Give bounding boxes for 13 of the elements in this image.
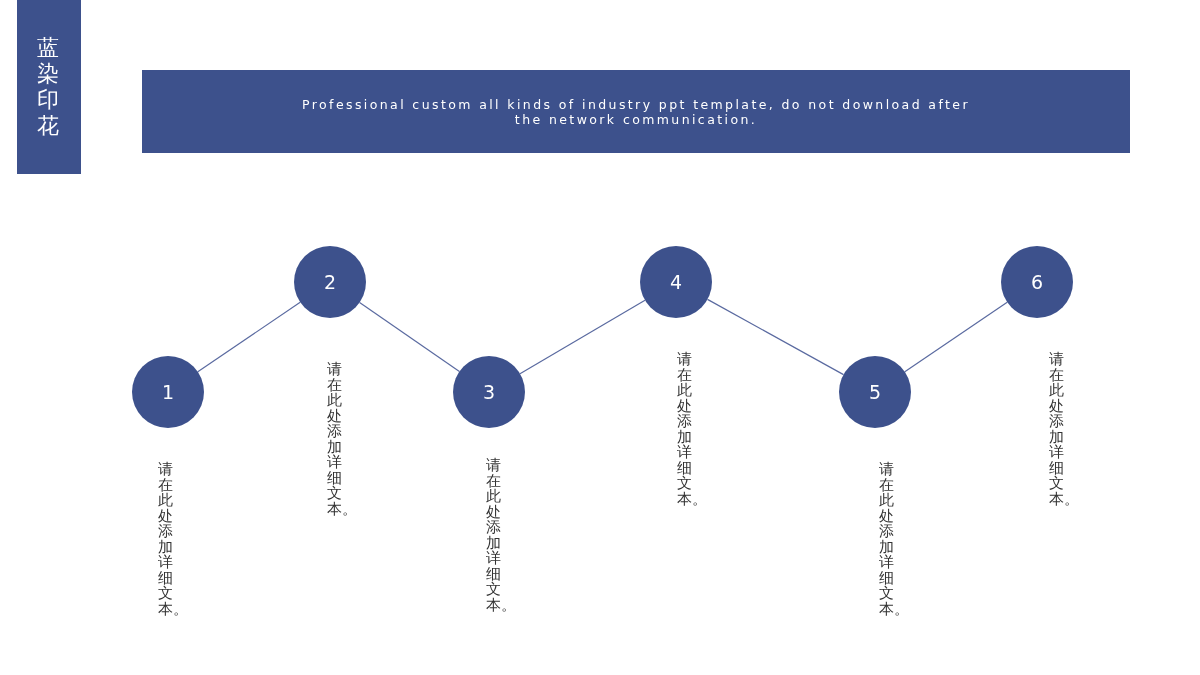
number-circle: 4 (640, 246, 712, 318)
number-circle: 1 (132, 356, 204, 428)
banner-text: Professional custom all kinds of industry ppt template, do not download after the network communication. (301, 96, 971, 127)
connector-line (359, 301, 460, 373)
connector-line (519, 299, 646, 375)
number-circle: 2 (294, 246, 366, 318)
connector-line (706, 298, 845, 376)
number-circle: 6 (1001, 246, 1073, 318)
connector-line (904, 301, 1008, 373)
title: 蓝染印花 (37, 35, 61, 139)
number-circle: 3 (453, 356, 525, 428)
number-circle: 5 (839, 356, 911, 428)
connector-line (197, 301, 301, 373)
